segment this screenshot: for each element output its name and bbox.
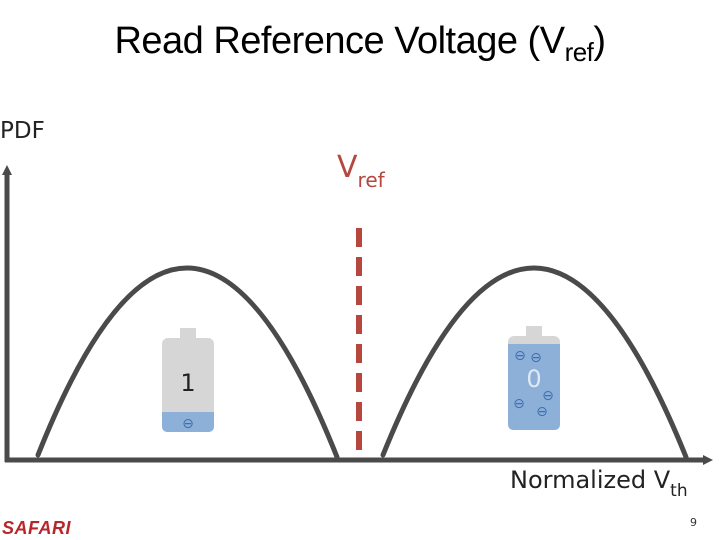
x-axis-label: Normalized Vth — [510, 466, 688, 501]
safari-logo: SAFARI — [2, 518, 72, 538]
page-number: 9 — [690, 516, 697, 529]
right-cell-value: 0 — [526, 365, 541, 393]
y-axis-label: PDF — [0, 118, 45, 144]
electron-icon: ⊖ — [513, 396, 525, 412]
electron-icon: ⊖ — [536, 404, 548, 420]
left-flash-cell: ⊖ 1 — [162, 328, 214, 432]
vref-label: Vref — [337, 150, 385, 192]
electron-icon: ⊖ — [182, 416, 194, 432]
slide-title: Read Reference Voltage (Vref) — [114, 20, 606, 67]
electron-icon: ⊖ — [542, 388, 554, 404]
left-cell-value: 1 — [180, 369, 195, 397]
left-distribution-curve — [35, 265, 340, 460]
right-flash-cell: ⊖ ⊖ ⊖ ⊖ ⊖ 0 — [508, 326, 560, 430]
electron-icon: ⊖ — [530, 350, 542, 366]
electron-icon: ⊖ — [514, 348, 526, 364]
right-distribution-curve — [380, 265, 689, 460]
